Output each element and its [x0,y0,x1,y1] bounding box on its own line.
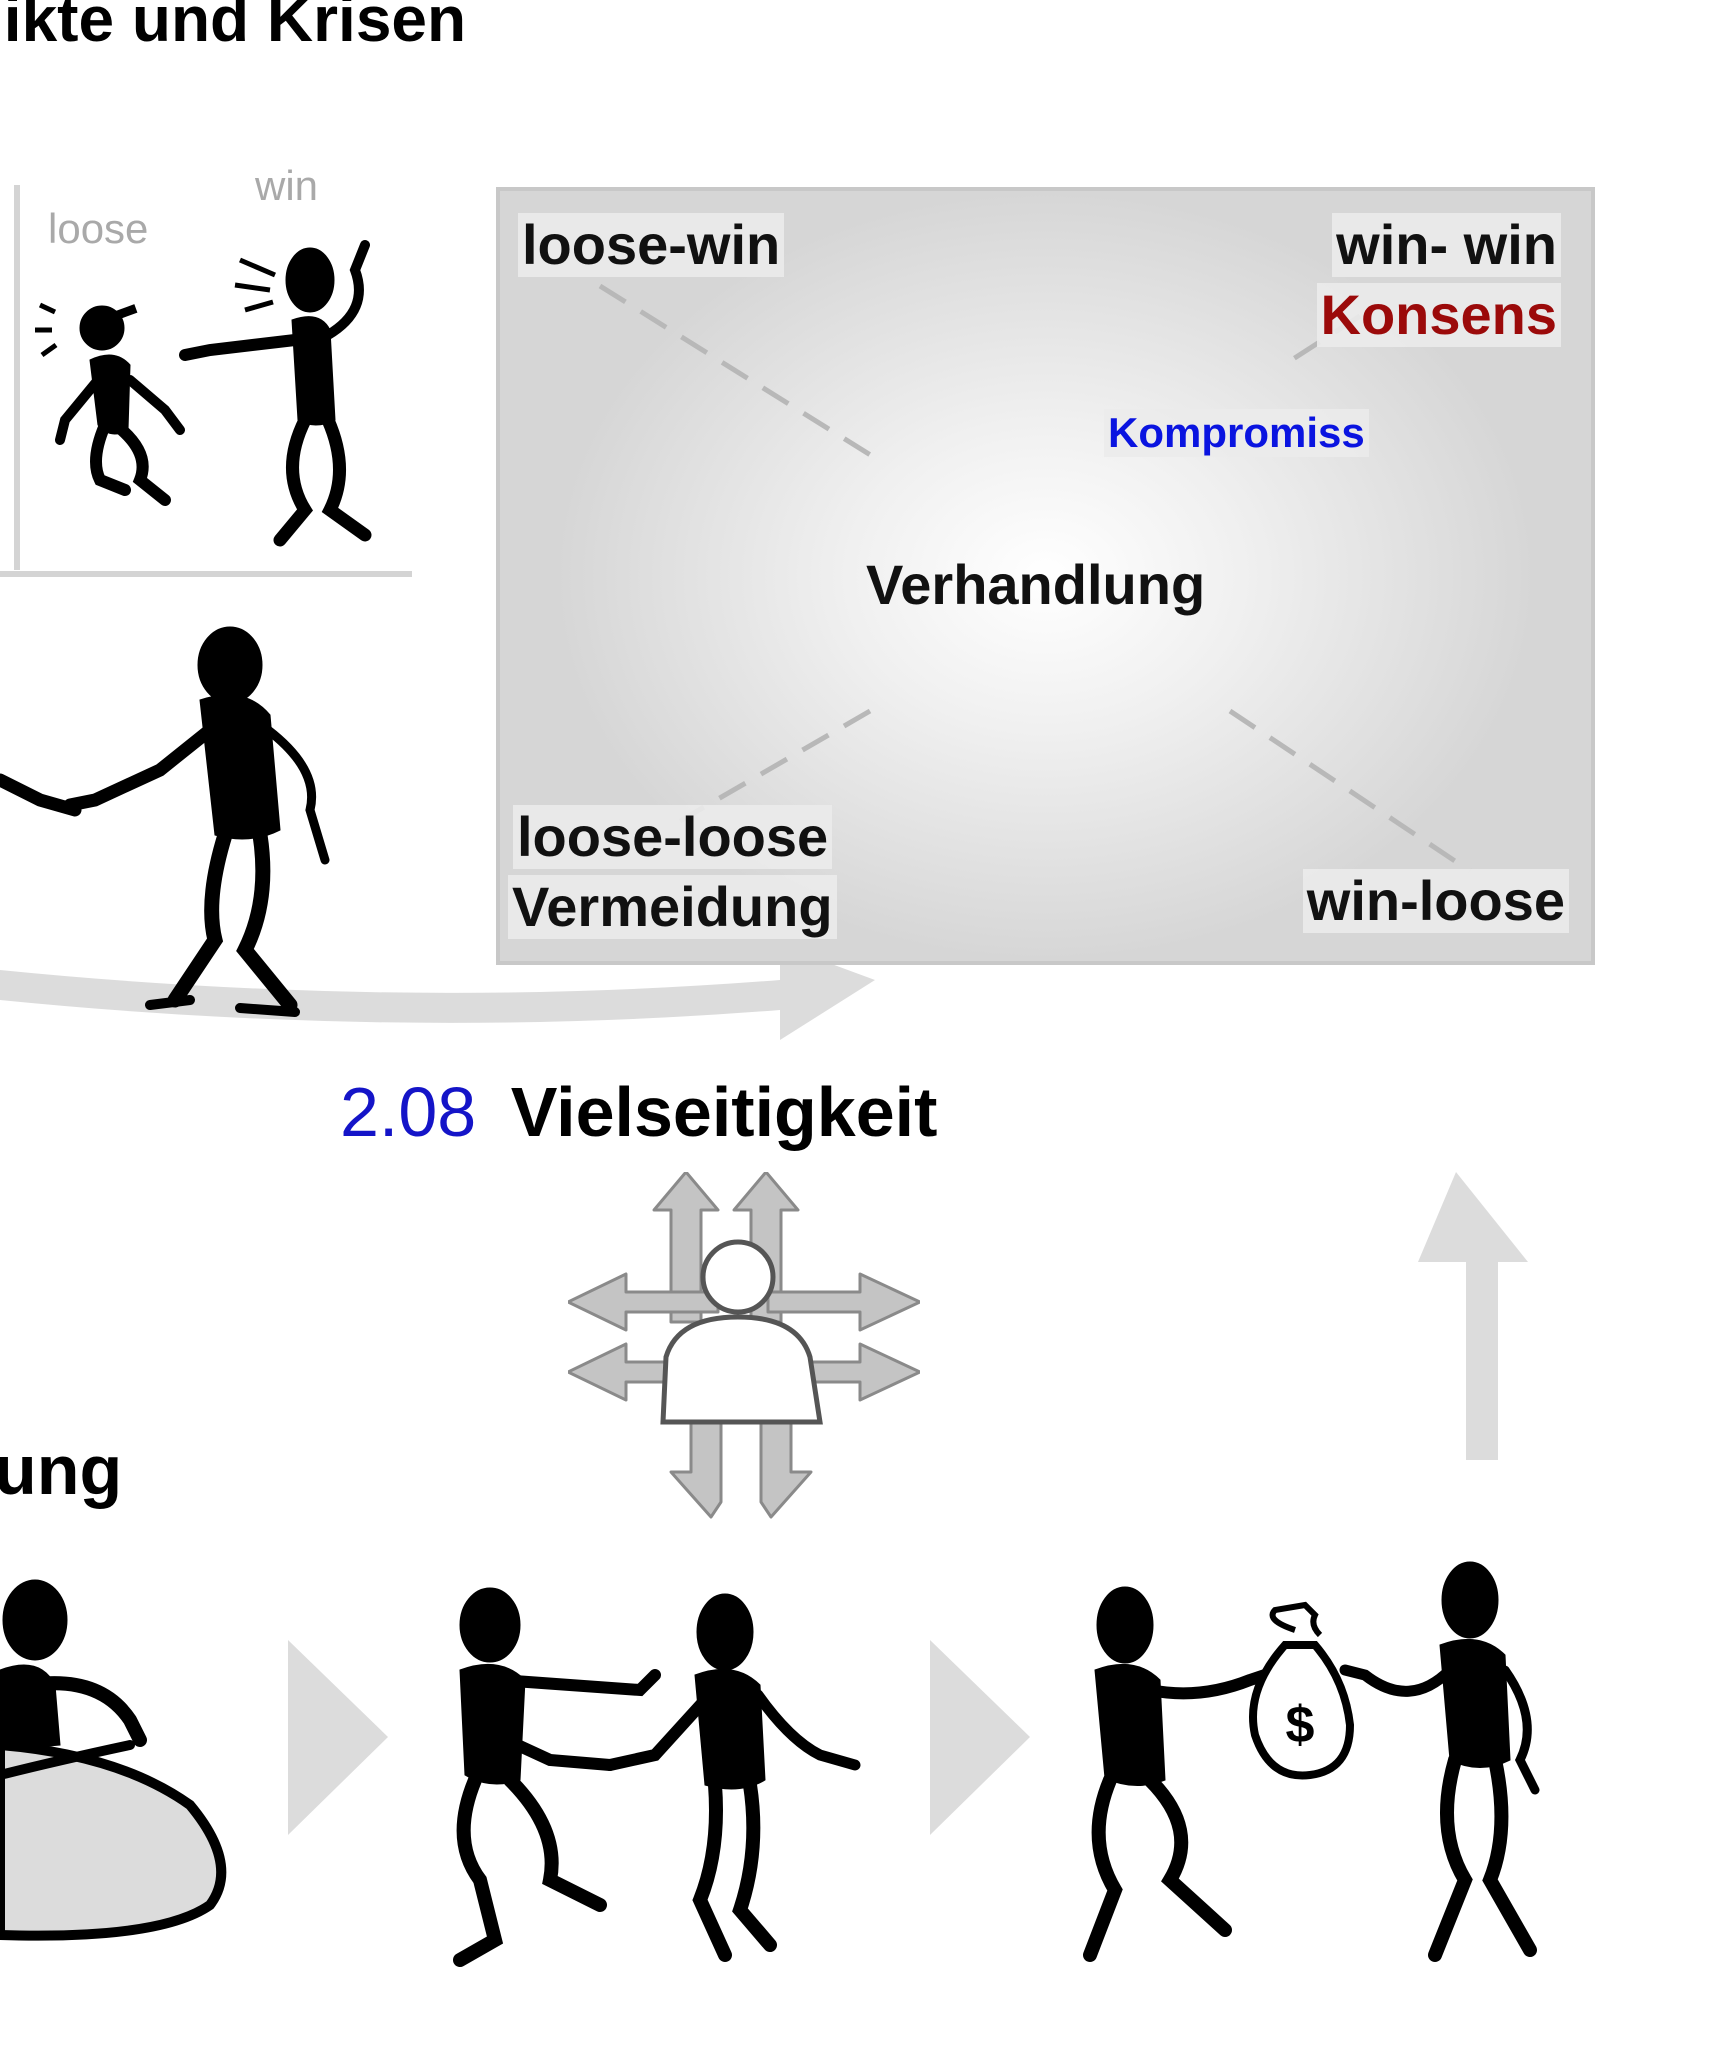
handshake-figure [0,626,330,1017]
bottom-left-figure [0,1579,227,1941]
label-vermeidung: Vermeidung [508,875,837,940]
scene-frame-left [14,185,20,570]
label-konsens: Konsens [1316,283,1561,348]
negotiation-matrix: loose-win win- win Konsens Kompromiss Ve… [496,187,1595,965]
section-title: Vielseitigkeit [510,1073,938,1151]
curved-arrow [0,945,875,1040]
money-bag-icon: $ [1249,1601,1355,1780]
money-exchange-figures: $ [1083,1561,1540,1962]
lose-figure [35,302,185,506]
label-win-win: win- win [1332,213,1561,278]
section-number: 2.08 [340,1073,477,1151]
label-win-loose: win-loose [1302,869,1569,934]
lose-label: loose [48,205,149,252]
money-symbol: $ [1286,1696,1315,1754]
chevron-right-icon-2 [930,1640,1030,1835]
label-kompromiss: Kompromiss [1104,409,1369,458]
lose-win-figures [35,240,372,547]
label-loose-win: loose-win [518,213,785,278]
page-title: likte und Krisen [0,0,467,55]
scene-frame-bottom [0,571,412,577]
partial-heading: ung [0,1431,123,1509]
label-loose-loose: loose-loose [513,805,833,870]
chevron-right-icon [288,1640,388,1835]
two-figures-handshake [453,1587,861,1967]
section-heading: 2.08 Vielseitigkeit [340,1072,937,1152]
arrow-up-icon [1418,1172,1528,1460]
win-figure [179,240,372,547]
label-verhandlung: Verhandlung [866,553,1206,616]
win-label: win [255,162,319,209]
person-arrows-icon [568,1172,920,1519]
